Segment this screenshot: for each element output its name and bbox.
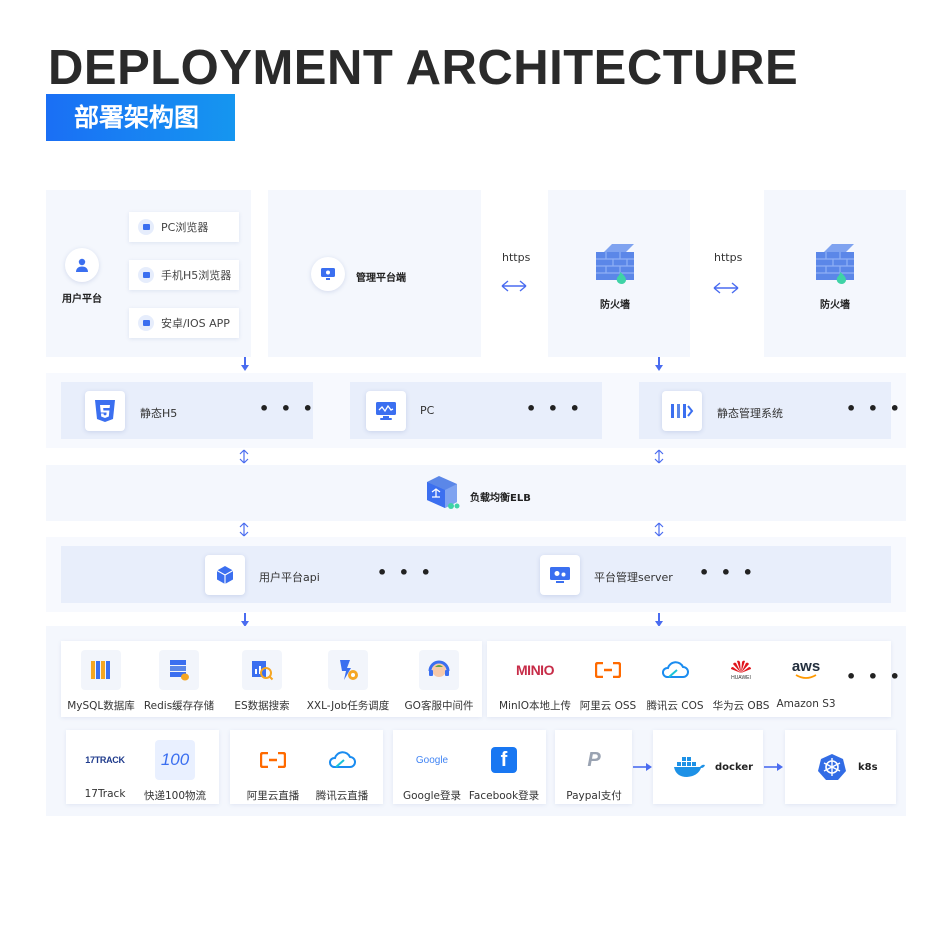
client-mobile-h5: 手机H5浏览器 [129,260,239,290]
monitor-gear-icon [311,257,345,291]
docker-label: docker [715,762,754,773]
mobile-icon [138,267,154,283]
more-dots: • • • [377,563,434,582]
kuaidi100-tile: 100 快递100物流 [140,740,210,803]
huawei-obs-tile: HUAWEI 华为云 OBS [706,650,776,713]
server-gear-icon [540,555,580,595]
facebook-logo: f [484,740,524,780]
backend-box [61,546,891,603]
google-login-tile: Google Google登录 [400,740,464,803]
more-dots: • • • [259,399,316,418]
more-dots: • • • [846,399,903,418]
static-h5-label: 静态H5 [140,407,178,420]
browser-icon [138,219,154,235]
more-dots: • • • [699,563,756,582]
huawei-logo: HUAWEI [721,650,761,690]
elb-layer [46,465,906,521]
elb-label: 负载均衡ELB [470,493,531,504]
search-chart-icon [242,650,282,690]
cache-server-icon [159,650,199,690]
google-logo: Google [410,740,454,780]
static-admin-label: 静态管理系统 [717,407,783,420]
docker-icon [671,750,707,784]
flow-arrow [241,613,249,627]
k8s-label: k8s [858,762,878,773]
flow-arrow [764,763,783,771]
client-pc-browser: PC浏览器 [129,212,239,242]
database-icon [81,650,121,690]
redis-tile: Redis缓存存储 [140,650,218,713]
firewall-icon [816,244,854,284]
firewall-icon [596,244,634,284]
user-platform-label: 用户平台 [62,294,102,305]
kuaidi100-logo: 100 [155,740,195,780]
client-app: 安卓/IOS APP [129,308,239,338]
paypal-logo: P [574,740,614,780]
page-subtitle: 部署架构图 [46,94,235,141]
html5-icon [85,391,125,431]
firewall-label-1: 防火墙 [600,300,630,311]
aliyun-live-tile: 阿里云直播 [243,740,303,803]
amazon-s3-tile: aws Amazon S3 [771,650,841,710]
flow-arrow [655,613,663,627]
paypal-tile: P Paypal支付 [560,740,628,803]
scheduler-icon [328,650,368,690]
kubernetes-icon [815,750,849,784]
aliyun-icon [253,740,293,780]
user-icon [65,248,99,282]
tencent-live-tile: 腾讯云直播 [312,740,372,803]
flow-arrow [241,357,249,371]
user-api-label: 用户平台api [259,571,320,584]
more-dots: • • • [526,399,583,418]
page-title: DEPLOYMENT ARCHITECTURE [48,41,799,95]
load-balancer-icon [427,476,460,509]
https-label-2: https [714,251,743,264]
https-label-1: https [502,251,531,264]
es-tile: ES数据搜索 [223,650,301,713]
firewall-label-2: 防火墙 [820,300,850,311]
minio-logo: MINIO [512,650,558,690]
flow-arrow [655,357,663,371]
admin-server-label: 平台管理server [594,571,673,584]
flow-arrow [633,763,652,771]
aws-logo: aws [786,650,826,690]
more-dots: • • • [846,667,903,686]
admin-client-label: 管理平台端 [356,273,406,284]
app-icon [138,315,154,331]
aliyun-oss-tile: 阿里云 OSS [573,650,643,713]
bidirectional-arrow-icon [654,449,664,464]
bidirectional-arrow-icon [713,282,739,294]
tencent-cloud-icon [322,740,362,780]
tencent-cos-tile: 腾讯云 COS [640,650,710,713]
pc-label: PC [420,404,435,417]
monitor-chart-icon [366,391,406,431]
xxljob-tile: XXL-Job任务调度 [302,650,394,713]
cube-icon [205,555,245,595]
minio-tile: MINIO MinIO本地上传 [496,650,574,713]
aliyun-icon [588,650,628,690]
mysql-tile: MySQL数据库 [62,650,140,713]
customer-service-icon [419,650,459,690]
admin-system-icon [662,391,702,431]
track17-logo: 17TRACK [82,740,128,780]
go-cs-tile: GO客服中间件 [398,650,480,713]
bidirectional-arrow-icon [654,522,664,537]
track17-tile: 17TRACK 17Track [75,740,135,800]
facebook-login-tile: f Facebook登录 [468,740,540,803]
bidirectional-arrow-icon [501,280,527,292]
bidirectional-arrow-icon [239,522,249,537]
tencent-cloud-icon [655,650,695,690]
admin-client-panel [268,190,481,357]
bidirectional-arrow-icon [239,449,249,464]
